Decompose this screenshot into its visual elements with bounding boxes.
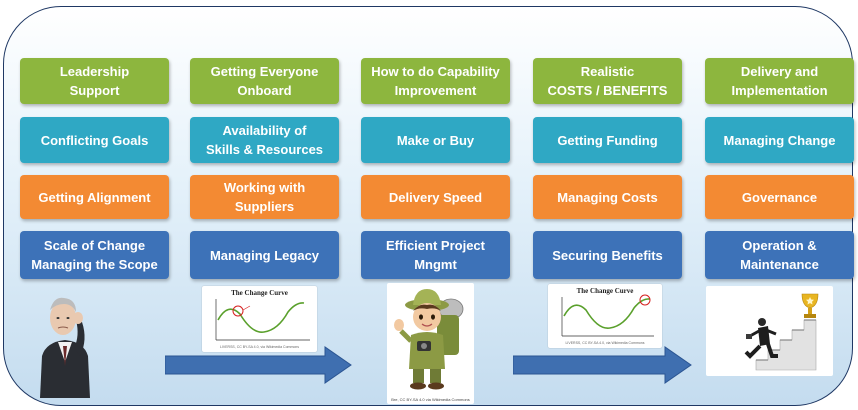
box-securing-benefits: Securing Benefits xyxy=(533,231,682,279)
box-efficient-project-mngmt: Efficient Project Mngmt xyxy=(361,231,510,279)
box-managing-costs: Managing Costs xyxy=(533,175,682,219)
box-capability-improvement: How to do Capability Improvement xyxy=(361,58,510,104)
change-curve-caption-2: LIVERSS, CC BY-SA 4.0, via Wikimedia Com… xyxy=(565,341,645,345)
box-conflicting-goals: Conflicting Goals xyxy=(20,117,169,163)
box-getting-everyone-onboard: Getting Everyone Onboard xyxy=(190,58,339,104)
stairs-trophy-image xyxy=(706,286,833,376)
box-delivery-speed: Delivery Speed xyxy=(361,175,510,219)
box-skills-resources: Availability of Skills & Resources xyxy=(190,117,339,163)
box-getting-funding: Getting Funding xyxy=(533,117,682,163)
box-costs-benefits: Realistic COSTS / BENEFITS xyxy=(533,58,682,104)
box-scale-of-change: Scale of Change Managing the Scope xyxy=(20,231,169,279)
change-curve-title-2: The Change Curve xyxy=(576,287,634,295)
thinking-man-image xyxy=(40,297,90,398)
box-operation-maintenance: Operation & Maintenance xyxy=(705,231,854,279)
box-getting-alignment: Getting Alignment xyxy=(20,175,169,219)
progress-arrow-2 xyxy=(513,346,692,384)
box-governance: Governance xyxy=(705,175,854,219)
change-curve-caption: LIVERSS, CC BY-SA 4.0, via Wikimedia Com… xyxy=(219,345,300,349)
change-curve-image: The Change Curve LIVERSS, CC BY-SA 4.0, … xyxy=(202,286,317,352)
box-make-or-buy: Make or Buy xyxy=(361,117,510,163)
box-managing-change: Managing Change xyxy=(705,117,854,163)
change-curve-image-2: The Change Curve LIVERSS, CC BY-SA 4.0, … xyxy=(548,284,662,348)
box-delivery-implementation: Delivery and Implementation xyxy=(705,58,854,104)
progress-arrow-1 xyxy=(165,346,352,384)
explorer-kid-image: Bre, CC BY-SA 4.0 via Wikimedia Commons xyxy=(387,283,474,404)
box-managing-legacy: Managing Legacy xyxy=(190,231,339,279)
explorer-caption: Bre, CC BY-SA 4.0 via Wikimedia Commons xyxy=(391,397,470,402)
box-leadership-support: Leadership Support xyxy=(20,58,169,104)
change-curve-title: The Change Curve xyxy=(231,289,288,297)
box-working-with-suppliers: Working with Suppliers xyxy=(190,175,339,219)
